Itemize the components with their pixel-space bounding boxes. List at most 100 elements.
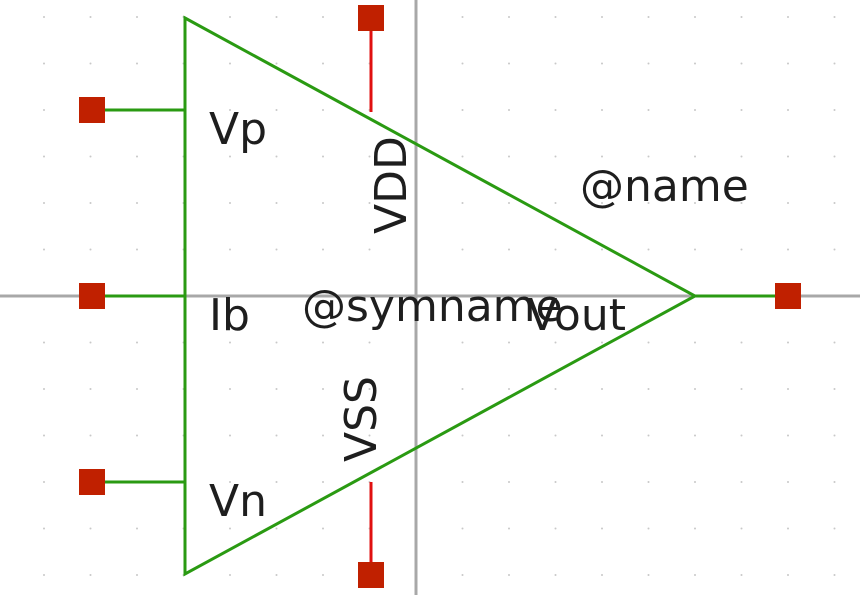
grid-dot — [322, 481, 324, 483]
grid-dot — [43, 434, 45, 437]
vp-pin-label: Vp — [209, 104, 267, 155]
grid-dot — [601, 62, 603, 65]
grid-dot — [89, 341, 92, 344]
grid-dot — [275, 202, 278, 204]
grid-dot — [275, 388, 278, 390]
grid-dot — [461, 434, 464, 437]
grid-dot — [833, 527, 836, 530]
grid-dot — [368, 155, 371, 158]
grid-dot — [275, 16, 278, 18]
grid-dot — [322, 574, 324, 576]
grid-dot — [694, 155, 696, 158]
grid-dot — [554, 16, 557, 18]
grid-dot — [322, 527, 324, 530]
vss-pin-box[interactable] — [358, 562, 384, 588]
grid-dot — [136, 248, 138, 251]
grid-dot — [554, 434, 557, 437]
grid-dot — [740, 434, 743, 437]
grid-dot — [275, 574, 278, 576]
grid-dot — [461, 341, 464, 344]
grid-dot — [694, 202, 696, 204]
grid-dot — [136, 527, 138, 530]
grid-dot — [647, 434, 650, 437]
grid-dot — [461, 109, 464, 111]
grid-dot — [694, 574, 696, 576]
grid-dot — [647, 527, 650, 530]
grid-dot — [740, 16, 743, 18]
grid-dot — [89, 202, 92, 204]
grid-dot — [322, 155, 324, 158]
grid-dot — [833, 481, 836, 483]
grid-dot — [833, 155, 836, 158]
grid-dot — [275, 434, 278, 437]
grid-dot — [740, 341, 743, 344]
grid-dot — [368, 248, 371, 251]
grid-dot — [787, 202, 789, 204]
grid-dot — [322, 341, 324, 344]
grid-dot — [508, 202, 510, 204]
grid-dot — [554, 62, 557, 65]
grid-dot — [275, 109, 278, 111]
grid-dot — [554, 481, 557, 483]
grid-dot — [787, 155, 789, 158]
grid-dot — [601, 481, 603, 483]
grid-dot — [89, 62, 92, 65]
grid-dot — [322, 388, 324, 390]
grid-dot — [740, 155, 743, 158]
grid-dot — [89, 574, 92, 576]
grid-dot — [601, 527, 603, 530]
grid-dot — [601, 16, 603, 18]
grid-dot — [833, 248, 836, 251]
ib-pin-box[interactable] — [79, 283, 105, 309]
grid-dot — [461, 481, 464, 483]
vp-pin-box[interactable] — [79, 97, 105, 123]
grid-dot — [647, 248, 650, 251]
vn-pin-box[interactable] — [79, 469, 105, 495]
grid-dot — [322, 248, 324, 251]
grid-dot — [554, 202, 557, 204]
grid-dot — [229, 341, 231, 344]
grid-dot — [647, 202, 650, 204]
grid-dot — [647, 155, 650, 158]
grid-dot — [368, 434, 371, 437]
grid-dot — [647, 109, 650, 111]
grid-dot — [229, 155, 231, 158]
grid-dot — [461, 527, 464, 530]
grid-dot — [694, 341, 696, 344]
grid-dot — [787, 341, 789, 344]
grid-dot — [136, 62, 138, 65]
grid-dot — [43, 341, 45, 344]
grid-dot — [833, 109, 836, 111]
grid-dot — [554, 574, 557, 576]
grid-dot — [89, 248, 92, 251]
grid-dot — [136, 202, 138, 204]
grid-dot — [694, 481, 696, 483]
grid-dot — [601, 202, 603, 204]
grid-dot — [89, 16, 92, 18]
grid-dot — [322, 62, 324, 65]
grid-dot — [740, 62, 743, 65]
grid-dot — [694, 62, 696, 65]
grid-dot — [229, 16, 231, 18]
grid-dot — [740, 527, 743, 530]
grid-dot — [229, 574, 231, 576]
vout-pin-box[interactable] — [775, 283, 801, 309]
grid-dot — [508, 388, 510, 390]
grid-dot — [694, 16, 696, 18]
grid-dot — [601, 109, 603, 111]
grid-dot — [368, 202, 371, 204]
grid-dot — [89, 434, 92, 437]
grid-dot — [740, 481, 743, 483]
vdd-pin-box[interactable] — [358, 5, 384, 31]
grid-dot — [787, 574, 789, 576]
grid-dot — [601, 248, 603, 251]
grid-dot — [508, 16, 510, 18]
grid-dot — [554, 388, 557, 390]
grid-dot — [461, 388, 464, 390]
grid-dot — [740, 109, 743, 111]
grid-dot — [229, 109, 231, 111]
grid-dot — [787, 434, 789, 437]
grid-dot — [833, 574, 836, 576]
grid-dot — [461, 574, 464, 576]
